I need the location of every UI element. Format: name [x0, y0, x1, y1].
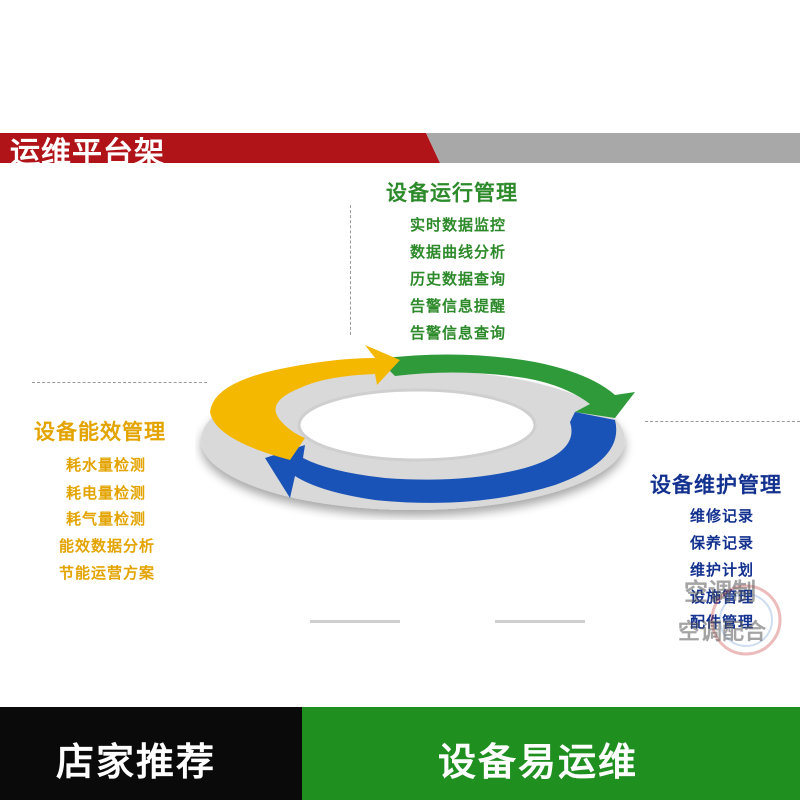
maintenance-item: 维护计划	[690, 561, 755, 579]
maintenance-item: 维修记录	[690, 507, 755, 525]
footer-left-text: 店家推荐	[56, 740, 217, 784]
green-arrow	[370, 354, 635, 418]
energy-title: 设备能效管理	[34, 420, 166, 444]
footer-right-text: 设备易运维	[438, 740, 639, 784]
energy-item: 能效数据分析	[59, 537, 156, 555]
operation-connector	[350, 205, 351, 335]
faint-line	[310, 620, 400, 623]
energy-item: 耗气量检测	[66, 510, 147, 528]
operation-title: 设备运行管理	[386, 181, 518, 205]
maintenance-item: 配件管理	[690, 613, 755, 631]
maintenance-item: 设施管理	[690, 588, 755, 606]
blue-arrow	[265, 412, 617, 503]
footer-left: 店家推荐	[0, 707, 302, 800]
header-gray-band	[426, 133, 800, 163]
watermark-circle-icon	[710, 584, 782, 656]
energy-connector	[32, 382, 207, 383]
maintenance-item: 保养记录	[690, 534, 755, 552]
operation-item: 告警信息提醒	[410, 297, 507, 315]
operation-item: 数据曲线分析	[410, 243, 507, 261]
watermark-line1: 空调制	[684, 578, 756, 606]
energy-item: 节能运营方案	[59, 564, 156, 582]
faint-line	[495, 620, 585, 623]
operation-item: 告警信息查询	[410, 324, 507, 342]
header-title: 运维平台架	[10, 136, 165, 166]
footer-right: 设备易运维	[302, 707, 800, 800]
ring-hole	[297, 388, 537, 462]
energy-item: 耗水量检测	[66, 456, 147, 474]
gold-arrow	[210, 345, 400, 460]
operation-item: 实时数据监控	[410, 216, 507, 234]
operation-item: 历史数据查询	[410, 270, 507, 288]
watermark-logo-icon: 空调制 空调配合	[676, 570, 786, 660]
maintenance-title: 设备维护管理	[650, 473, 782, 497]
header-red-band	[0, 133, 440, 163]
cycle-arrows-icon	[201, 345, 635, 510]
maintenance-connector	[645, 421, 800, 422]
energy-item: 耗电量检测	[66, 484, 147, 502]
watermark-line2: 空调配合	[678, 620, 767, 645]
header-band	[0, 133, 800, 163]
